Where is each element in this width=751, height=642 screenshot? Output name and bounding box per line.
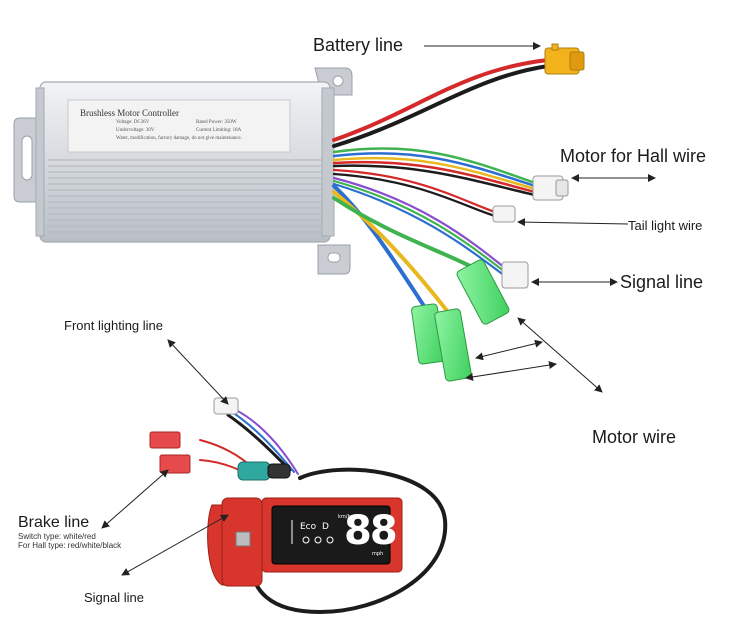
motor-wire-arrow-3 [517,317,603,393]
display-unit-bottom: mph [372,551,384,557]
hall-wire-green [332,147,537,185]
brake-connectors [149,431,191,474]
display-gear: D [322,522,329,532]
controller-spec-current: Current Limiting: 18A [196,128,242,133]
battery-connector [544,43,585,75]
controller-spec-warning: Water, modification, factory damage, do … [116,136,242,141]
motor-wire-green [332,196,480,272]
signal-wire-blue [332,182,507,278]
battery-red-wire [332,58,550,142]
front-lighting-arrow [167,339,229,405]
hall-wire-red [332,160,537,194]
hall-connector [532,175,569,201]
brake-line-arrow [101,469,169,529]
tail-light-wire-black [332,172,497,218]
front-light-connector [213,397,239,415]
motor-wire-yellow [332,190,450,314]
tail-light-wire-red [332,168,497,214]
signal-line-left-arrow [121,514,229,576]
annotation-arrows [101,42,656,576]
motor-wire-blue [332,184,432,317]
display-mode: Eco [300,522,317,532]
controller-wires [332,58,550,317]
motor-wire-label: Motor wire [592,427,677,447]
controller-title: Brushless Motor Controller [80,108,179,118]
controller-label-plate [67,99,291,153]
display-indicator-icons [291,520,334,544]
display-plug [237,461,291,481]
signal-line-left-label: Signal line [84,590,144,605]
battery-black-wire [332,64,550,148]
controller-spec-undervoltage: Undervoltage: 30V [116,128,155,133]
display-board [207,497,403,587]
motor-hall-wire-label: Motor for Hall wire [560,146,707,166]
motor-wire-arrow-1 [475,339,543,361]
tail-light-arrow [517,218,629,227]
display-unit-top: km/h [338,514,351,520]
display-speed-digits: 88 [344,508,398,554]
battery-line-label: Battery line [313,35,404,55]
tail-light-connector [492,205,516,223]
brake-hall-type-note: For Hall type: red/white/black [18,541,122,550]
motor-phase-connectors [411,259,510,382]
signal-line-label: Signal line [620,272,704,292]
housing-fins [48,159,322,233]
controller-spec-voltage: Voltage: DC36V [116,120,150,125]
signal-connector [501,261,529,289]
signal-wire-purple [332,176,507,270]
controller-spec-rated-power: Rated Power: 350W [196,120,237,125]
motor-wire-arrow-2 [465,361,557,381]
hall-wire-blue [332,152,537,188]
hall-wire-yellow [332,156,537,191]
hall-wire-black [332,164,537,197]
front-lighting-line-label: Front lighting line [64,318,163,333]
signal-wire-green [332,179,507,274]
tail-light-wire-label: Tail light wire [628,218,703,233]
brake-line-label: Brake line [18,514,90,531]
brake-switch-type-note: Switch type: white/red [18,532,96,541]
